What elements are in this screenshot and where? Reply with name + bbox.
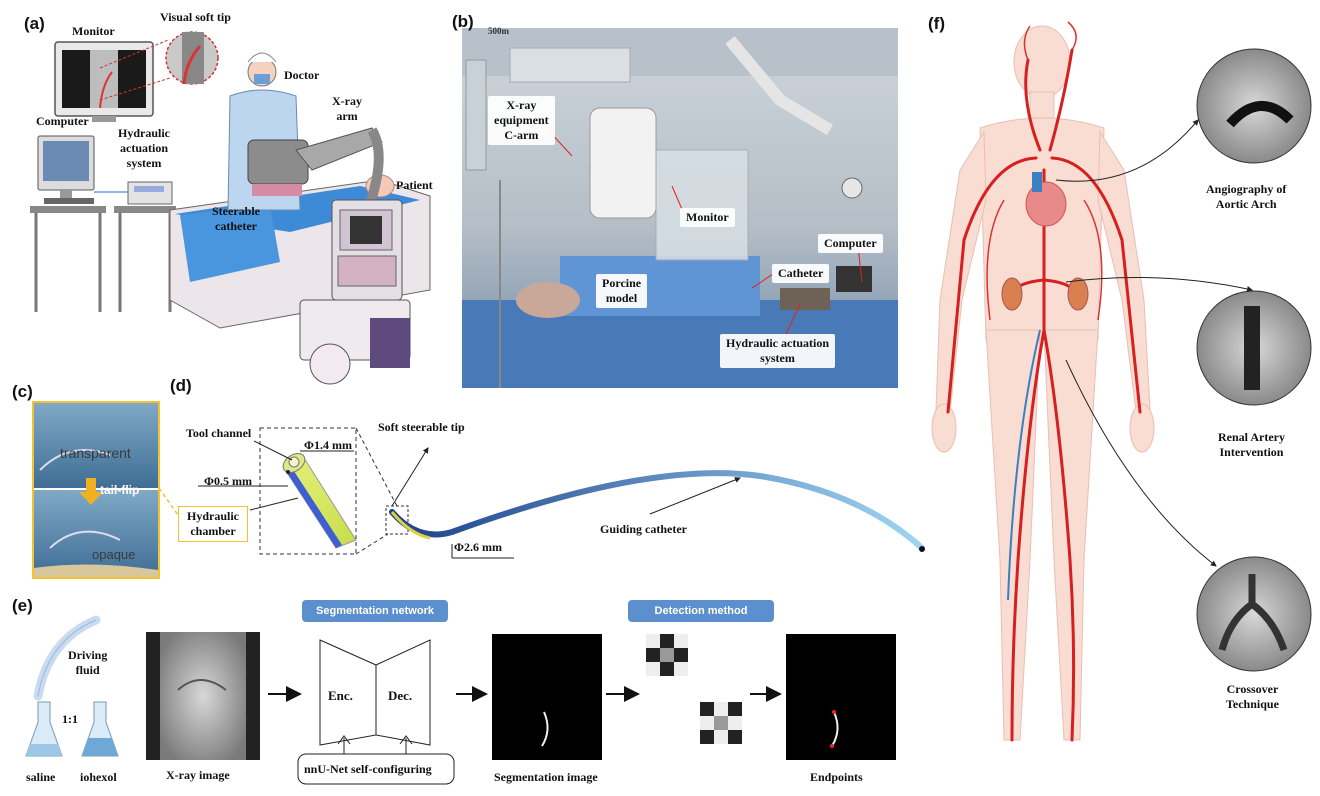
panel-label-c: (c) [12,382,33,401]
label-decoder: Dec. [388,688,413,703]
panel-label-d: (d) [170,376,192,395]
label-transparent: transparent [60,445,131,461]
panel-label-e: (e) [12,596,33,615]
label-patient: Patient [396,178,433,192]
label-nnunet: nnU-Net self-configuring [304,762,432,776]
panel-a-illustration [30,31,431,385]
detection-kernel-2 [700,702,742,744]
label-brand: 500m [488,26,509,36]
label-b-monitor: Monitor [680,208,735,227]
heart-illustration [1025,181,1067,227]
panel-d-catheter [198,427,925,559]
panel-c-photos [32,401,160,579]
label-encoder: Enc. [328,688,353,703]
panel-label-a: (a) [24,14,45,33]
nnunet-box [297,753,455,785]
label-soft-steerable-tip: Soft steerable tip [378,420,465,434]
arterial-tree [946,48,1142,742]
label-phi26: Φ2.6 mm [454,540,502,554]
left-kidney [1001,277,1023,311]
panel-e-pipeline [25,615,896,785]
label-segmentation-image: Segmentation image [494,770,598,784]
detection-method-badge: Detection method [628,600,774,622]
label-endpoints: Endpoints [810,770,863,784]
label-b-computer: Computer [818,234,883,253]
panel-f-anatomy [931,21,1312,742]
xray-arm-illustration [247,139,309,185]
body-torso [979,117,1105,341]
label-xray-image: X-ray image [166,768,230,782]
label-opaque: opaque [92,547,136,562]
panel-label-b: (b) [452,12,474,31]
endpoints-image-thumbnail [786,634,896,760]
label-tool-channel: Tool channel [186,426,252,440]
detection-kernel-1 [646,634,688,676]
hydraulic-pump-illustration [127,181,173,205]
label-monitor: Monitor [72,24,115,38]
label-doctor: Doctor [284,68,320,82]
label-phi14: Φ1.4 mm [304,438,352,452]
label-iohexol: iohexol [80,770,117,784]
label-saline: saline [26,770,56,784]
label-b-catheter: Catheter [772,264,830,283]
label-phi05: Φ0.5 mm [204,474,252,488]
label-guiding-catheter: Guiding catheter [600,522,687,536]
right-kidney [1067,277,1089,311]
body-head [1013,25,1071,99]
segmentation-network-badge: Segmentation network [302,600,448,622]
segmentation-image-thumbnail [492,634,602,760]
label-ratio: 1:1 [62,712,78,726]
label-computer: Computer [36,114,89,128]
label-tail-flip: tail-flip [100,483,140,497]
panel-label-f: (f) [928,14,945,33]
label-visual-soft-tip: Visual soft tip [160,10,231,24]
